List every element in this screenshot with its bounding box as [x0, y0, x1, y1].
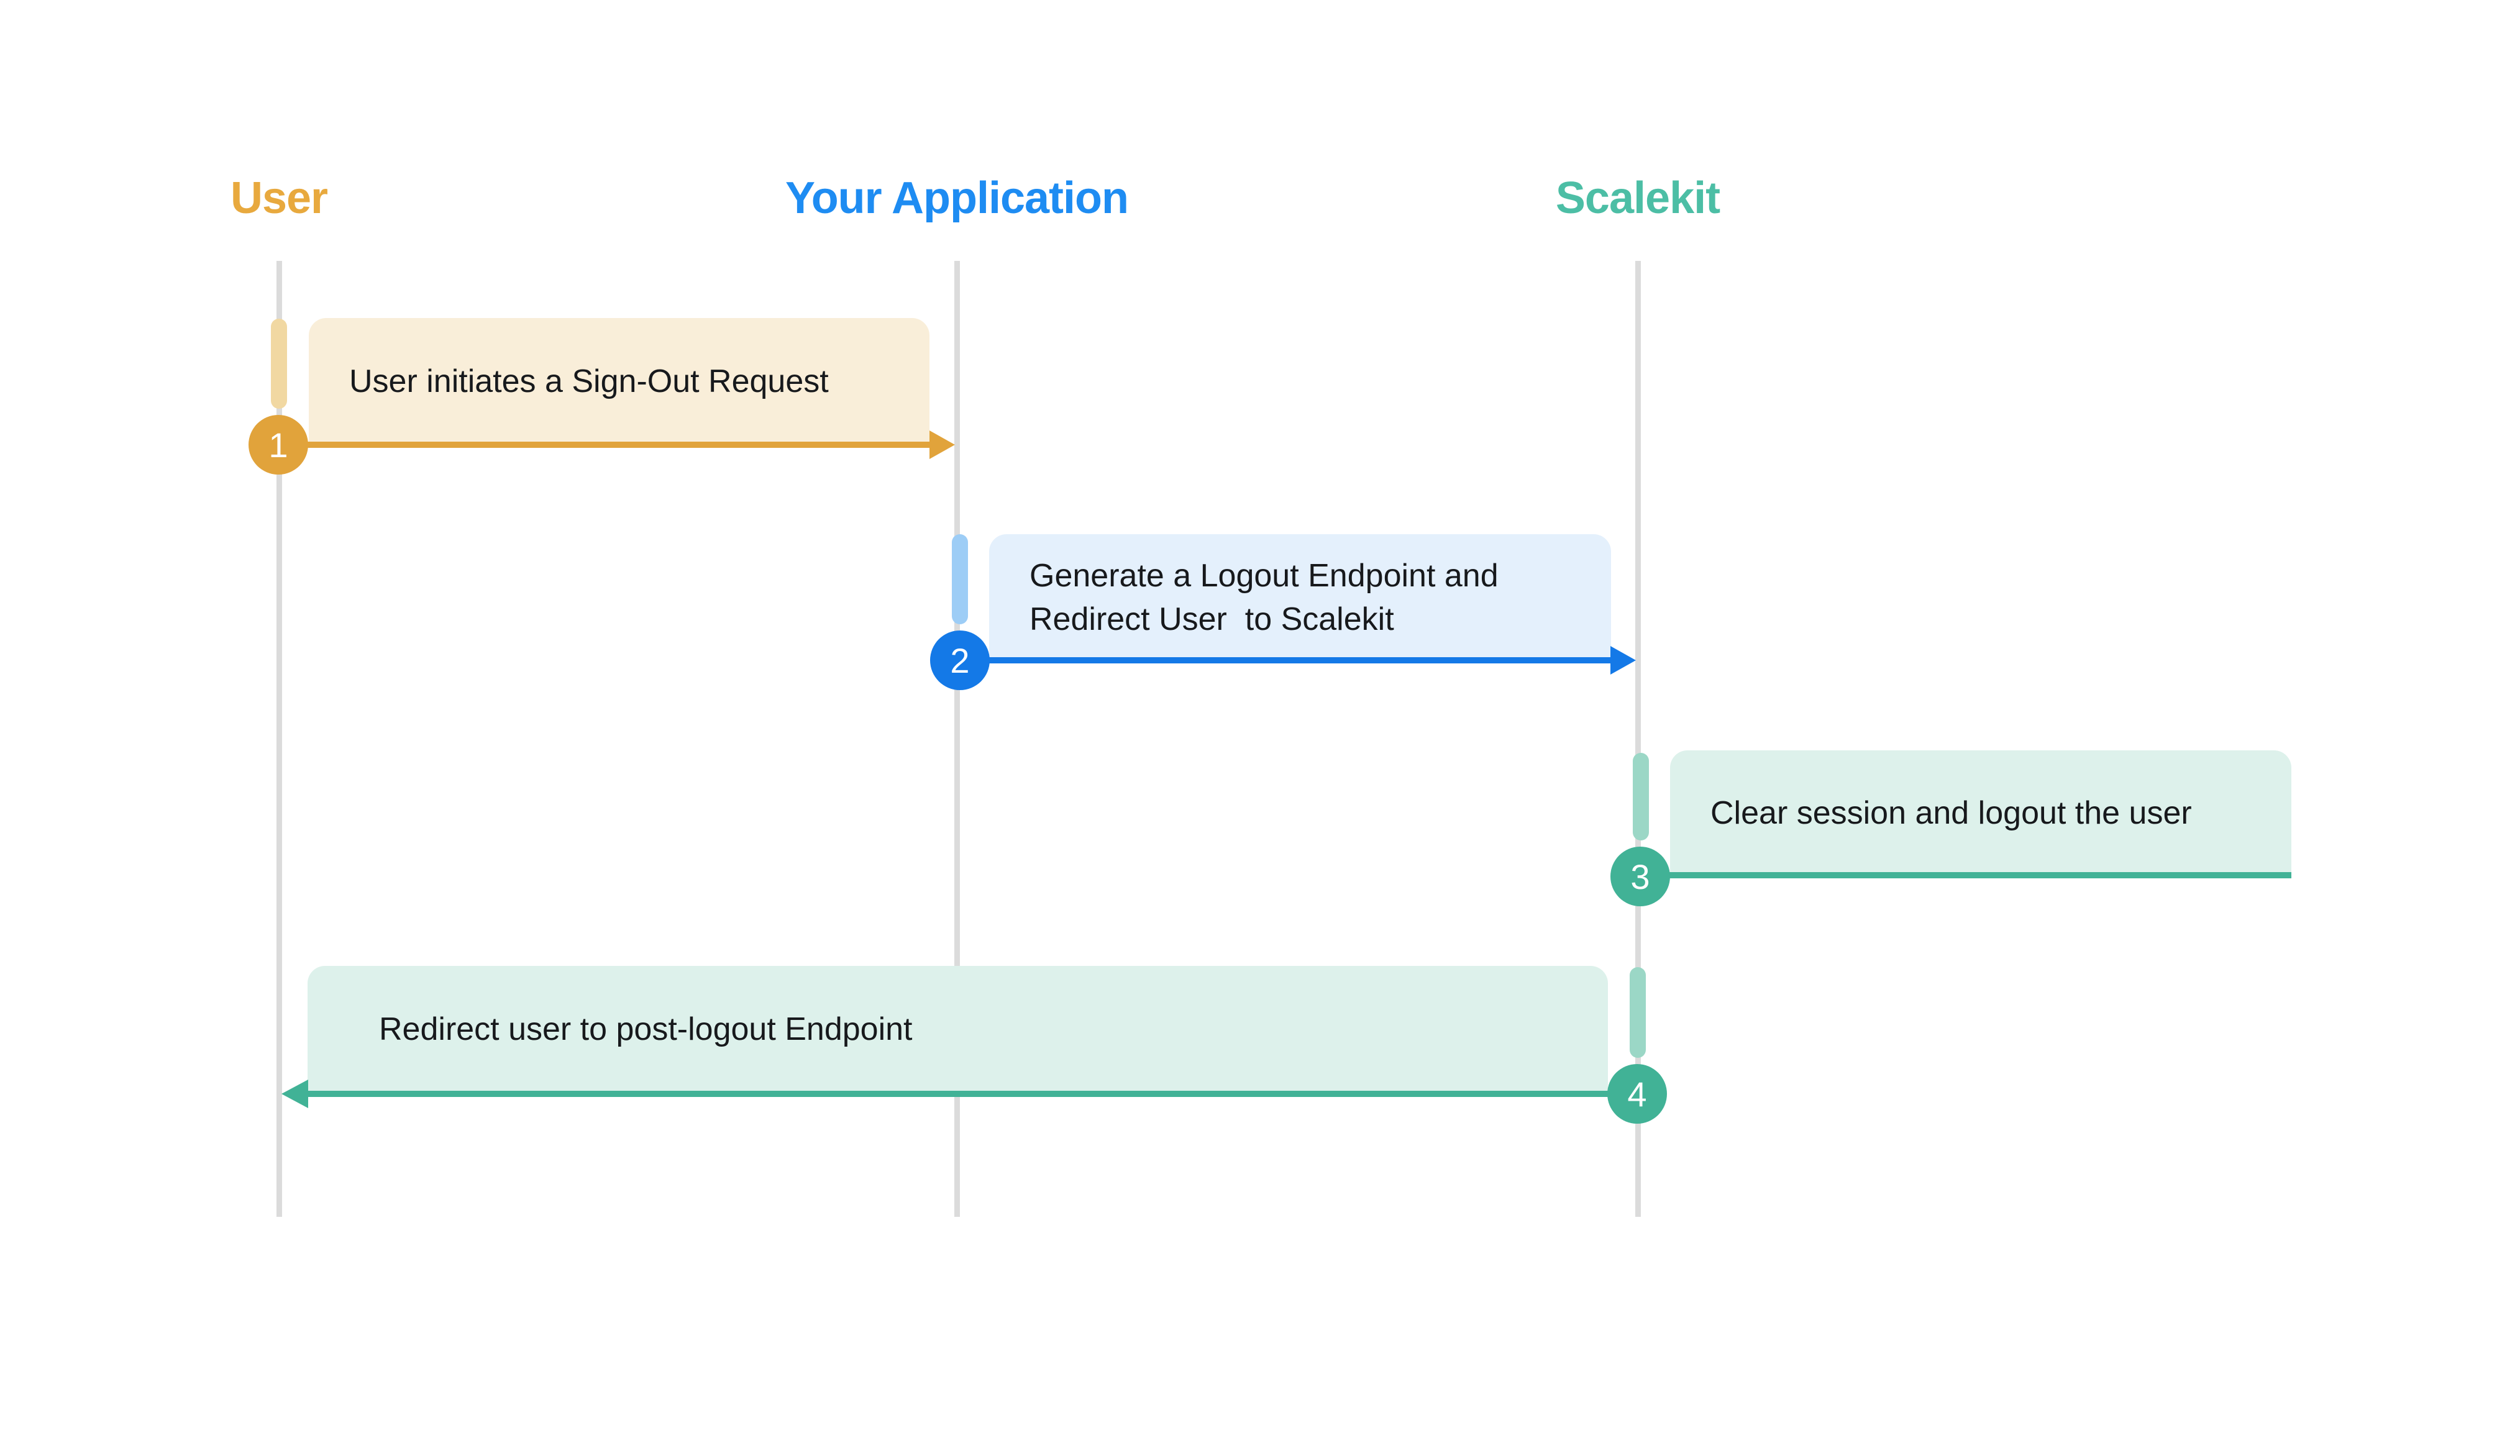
- actor-label-scalekit: Scalekit: [1555, 173, 1720, 223]
- lifeline-user: [276, 261, 282, 1217]
- step-3-message-text: Clear session and logout the user: [1710, 794, 2192, 831]
- step-2-message-text: Generate a Logout Endpoint and Redirect …: [1029, 557, 1499, 637]
- lifeline-scalekit: [1635, 261, 1641, 1217]
- step-1-arrowhead-right-icon: [929, 430, 955, 459]
- lifeline-your-application: [954, 261, 960, 1217]
- step-4-arrow-line: [308, 1091, 1637, 1097]
- step-2-message-box: Generate a Logout Endpoint and Redirect …: [989, 534, 1611, 660]
- activation-bar-step-4: [1630, 967, 1646, 1058]
- step-3-number-badge: 3: [1610, 847, 1670, 906]
- step-3-self-line: [1640, 872, 2291, 878]
- step-1-message-box: User initiates a Sign-Out Request: [309, 318, 929, 444]
- actor-label-user: User: [230, 173, 328, 223]
- step-4-number-badge: 4: [1607, 1064, 1667, 1124]
- activation-bar-step-2: [952, 534, 968, 624]
- step-1-message-text: User initiates a Sign-Out Request: [349, 363, 829, 399]
- step-4-message-text: Redirect user to post-logout Endpoint: [379, 1011, 913, 1047]
- actor-label-your-application: Your Application: [785, 173, 1129, 223]
- step-3-message-box: Clear session and logout the user: [1670, 750, 2291, 875]
- step-4-message-box: Redirect user to post-logout Endpoint: [308, 966, 1608, 1092]
- step-2-number-badge: 2: [930, 630, 990, 690]
- step-4-arrowhead-left-icon: [281, 1080, 308, 1108]
- step-1-number-badge: 1: [249, 415, 308, 475]
- activation-bar-step-1: [271, 319, 287, 409]
- step-2-arrow-line: [960, 657, 1611, 663]
- step-2-arrowhead-right-icon: [1610, 646, 1636, 675]
- step-1-arrow-line: [279, 442, 929, 448]
- activation-bar-step-3: [1633, 753, 1649, 840]
